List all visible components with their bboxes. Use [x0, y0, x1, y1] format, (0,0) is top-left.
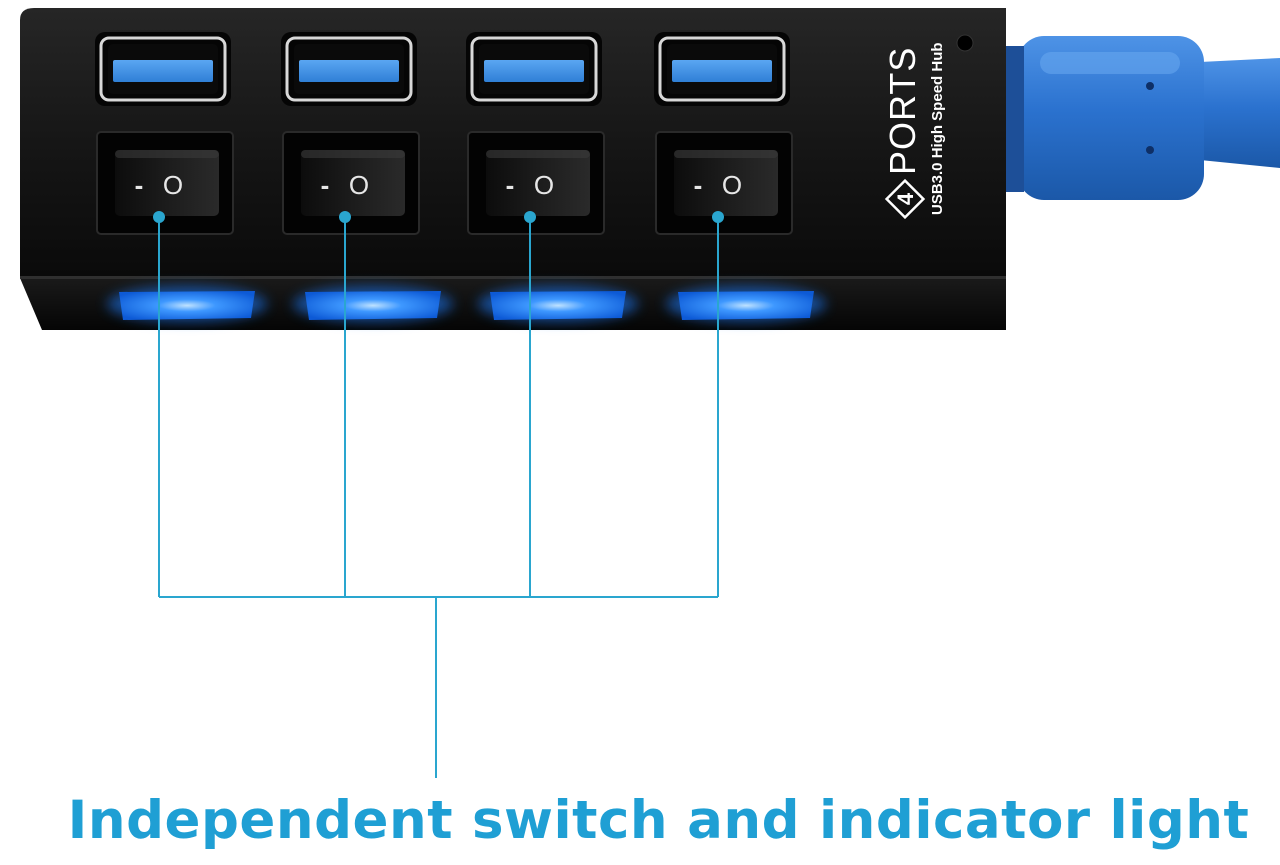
power-switches: -O-O-O-O — [96, 131, 793, 235]
port-2-indicator-light — [293, 286, 453, 322]
usb-cable — [1002, 36, 1280, 200]
port-4-indicator-light — [666, 286, 826, 322]
port-3-usb-port — [466, 32, 602, 106]
usb-ports — [95, 32, 790, 106]
port-1-indicator-light — [107, 286, 267, 322]
hub-subtitle: USB3.0 High Speed Hub — [929, 42, 946, 215]
callout-lines — [153, 211, 724, 778]
port-count-badge-icon: 4 — [884, 178, 926, 220]
port-2-switch-off-mark: - — [321, 170, 330, 200]
port-4-callout — [712, 211, 724, 597]
port-4-switch-on-mark: O — [722, 170, 742, 200]
port-2-switch-on-mark: O — [349, 170, 369, 200]
port-1-usb-port — [95, 32, 231, 106]
caption: Independent switch and indicator light — [67, 790, 1250, 851]
port-2-callout — [339, 211, 351, 597]
port-4-usb-port — [654, 32, 790, 106]
port-4-switch-off-mark: - — [694, 170, 703, 200]
ports-label: PORTS — [882, 47, 923, 175]
port-count-badge: 4 — [893, 192, 918, 205]
port-2-usb-port — [281, 32, 417, 106]
port-1-switch-on-mark: O — [163, 170, 183, 200]
port-3-switch-on-mark: O — [534, 170, 554, 200]
port-3-switch-off-mark: - — [506, 170, 515, 200]
port-1-switch-off-mark: - — [135, 170, 144, 200]
port-1-switch[interactable]: -O — [96, 131, 234, 235]
callout-bracket — [159, 596, 718, 778]
port-2-switch[interactable]: -O — [282, 131, 420, 235]
indicator-lights — [107, 286, 826, 322]
port-3-indicator-light — [478, 286, 638, 322]
port-3-callout — [524, 211, 536, 597]
port-1-callout — [153, 211, 165, 597]
port-3-switch[interactable]: -O — [467, 131, 605, 235]
port-4-switch[interactable]: -O — [655, 131, 793, 235]
brand-label: 4 PORTS USB3.0 High Speed Hub — [882, 42, 946, 220]
